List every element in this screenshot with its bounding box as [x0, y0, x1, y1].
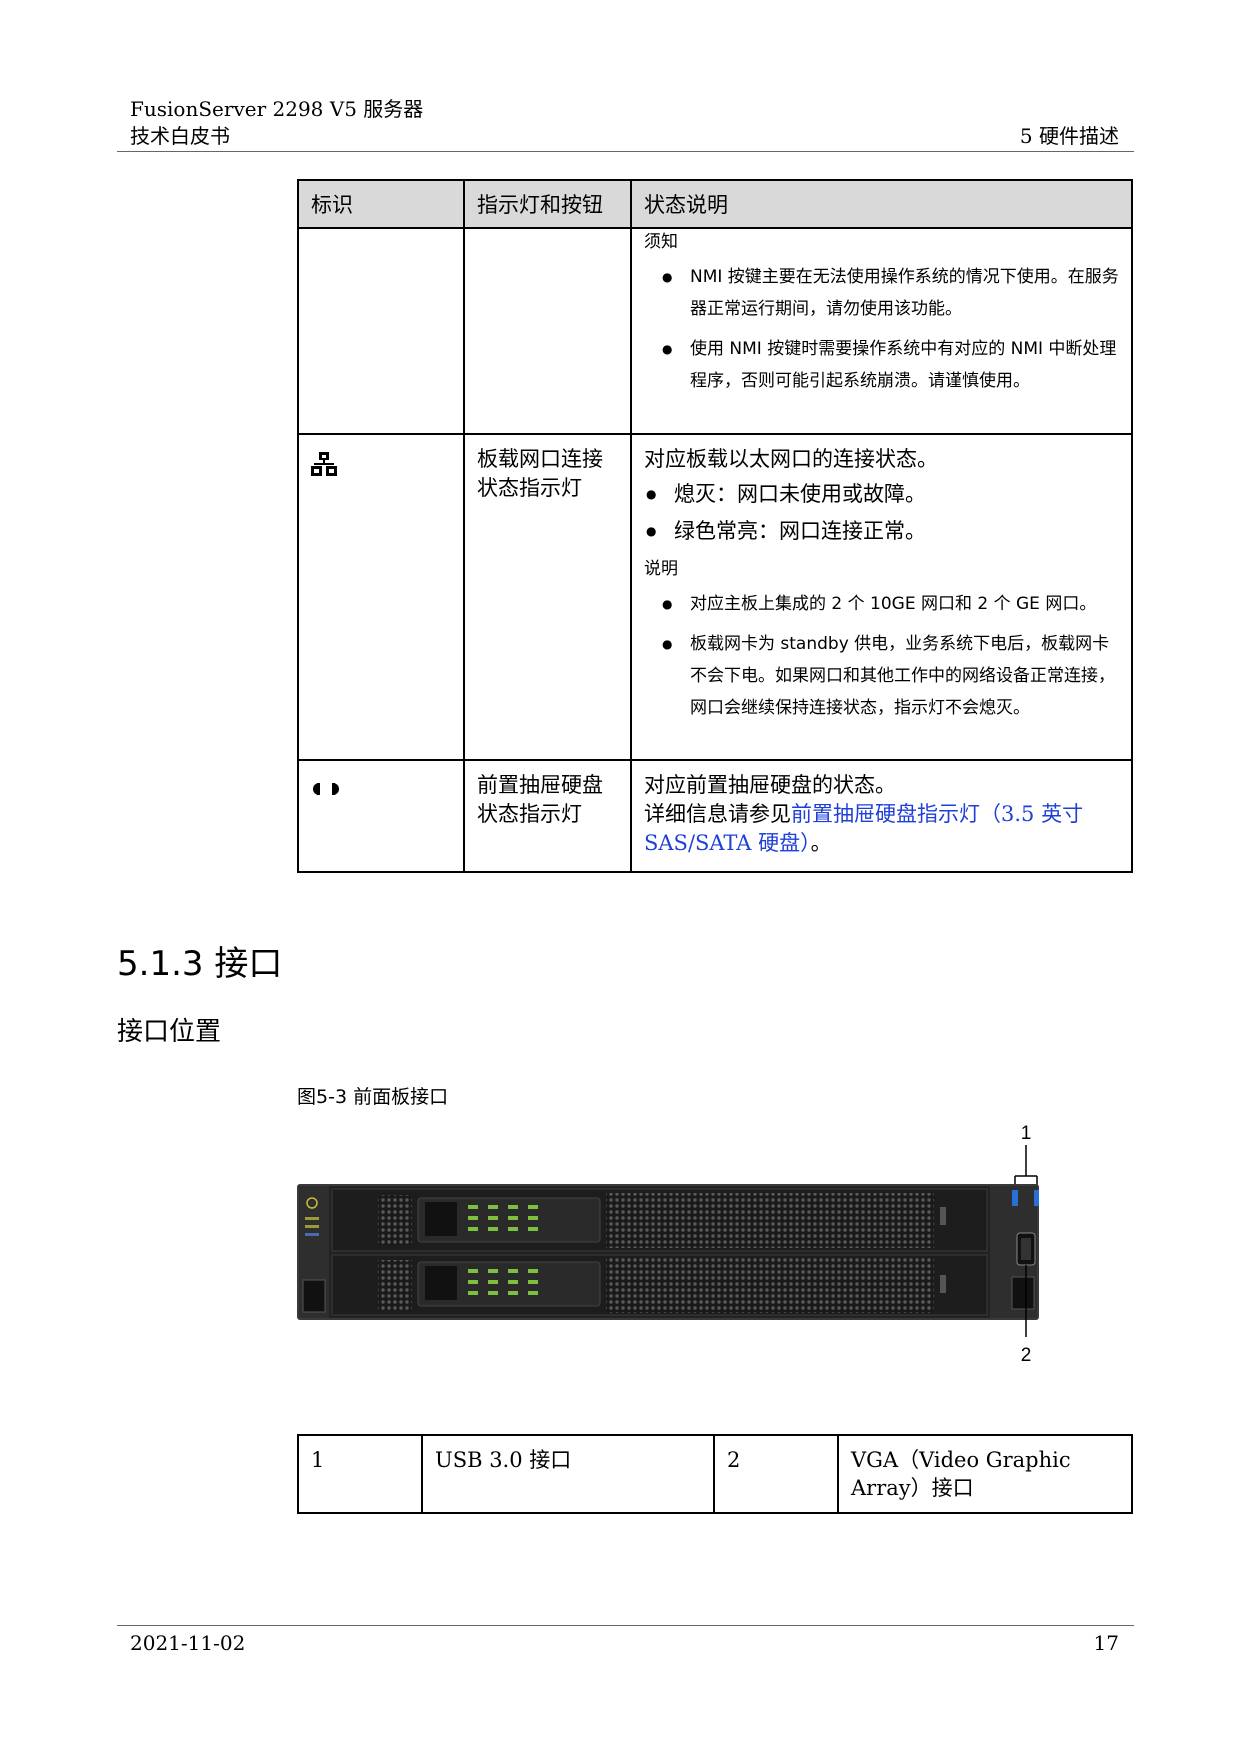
document-type: 技术白皮书 — [130, 124, 230, 148]
description-text: 对应前置抽屉硬盘的状态。 — [644, 773, 896, 797]
caution-list: NMI 按键主要在无法使用操作系统的情况下使用。在服务器正常运行期间，请勿使用该… — [644, 261, 1119, 397]
table-cell-icon — [297, 759, 465, 873]
header-divider — [117, 151, 1134, 152]
note-list: 对应主板上集成的 2 个 10GE 网口和 2 个 GE 网口。 板载网卡为 s… — [644, 588, 1119, 724]
column-header-id: 标识 — [297, 179, 465, 229]
page-number: 17 — [1093, 1631, 1119, 1655]
footer-divider — [117, 1625, 1134, 1626]
list-item: 对应主板上集成的 2 个 10GE 网口和 2 个 GE 网口。 — [644, 588, 1119, 620]
table-row: 须知 NMI 按键主要在无法使用操作系统的情况下使用。在服务器正常运行期间，请勿… — [297, 227, 1133, 435]
column-header-description: 状态说明 — [630, 179, 1133, 229]
list-item: 使用 NMI 按键时需要操作系统中有对应的 NMI 中断处理程序，否则可能引起系… — [644, 333, 1119, 397]
legend-number: 1 — [297, 1434, 423, 1514]
usb-port — [1012, 1190, 1018, 1206]
detail-text: 详细信息请参见前置抽屉硬盘指示灯（3.5 英寸 SAS/SATA 硬盘）。 — [644, 800, 1119, 858]
table-cell-empty — [463, 227, 632, 435]
figure-caption: 图5-3 前面板接口 — [297, 1086, 449, 1108]
callout-label-2: 2 — [1021, 1345, 1032, 1366]
state-list: 熄灭：网口未使用或故障。 绿色常亮：网口连接正常。 — [644, 476, 1119, 550]
page-header: FusionServer 2298 V5 服务器 技术白皮书 — [130, 96, 423, 150]
table-cell-name: 前置抽屉硬盘状态指示灯 — [463, 759, 632, 873]
column-header-indicator: 指示灯和按钮 — [463, 179, 632, 229]
usb-port — [1034, 1190, 1039, 1206]
chapter-title: 5 硬件描述 — [1019, 124, 1119, 148]
detail-suffix: 。 — [810, 831, 832, 855]
detail-prefix: 详细信息请参见 — [644, 802, 791, 826]
subsection-heading: 接口位置 — [117, 1017, 222, 1047]
drive-indicator-icon — [313, 783, 339, 795]
table-cell-description: 对应板载以太网口的连接状态。 熄灭：网口未使用或故障。 绿色常亮：网口连接正常。… — [630, 433, 1133, 761]
legend-label: USB 3.0 接口 — [421, 1434, 715, 1514]
table-cell-icon — [297, 433, 465, 761]
table-cell-description: 须知 NMI 按键主要在无法使用操作系统的情况下使用。在服务器正常运行期间，请勿… — [630, 227, 1133, 435]
table-row: 板载网口连接状态指示灯 对应板载以太网口的连接状态。 熄灭：网口未使用或故障。 … — [297, 433, 1133, 761]
table-cell-name: 板载网口连接状态指示灯 — [463, 433, 632, 761]
front-panel-figure: 1 — [297, 1125, 1039, 1366]
note-title: 说明 — [644, 559, 678, 579]
indicator-table: 标识 指示灯和按钮 状态说明 须知 NMI 按键主要在无法使用操作系统的情况下使… — [297, 179, 1133, 873]
section-heading: 5.1.3 接口 — [117, 944, 283, 984]
caution-title: 须知 — [644, 232, 678, 252]
server-chassis — [297, 1184, 1039, 1320]
drive-indicator-link[interactable]: 前置抽屉硬盘指示灯（3.5 英寸 SAS/SATA 硬盘） — [644, 802, 1084, 855]
list-item: 绿色常亮：网口连接正常。 — [644, 513, 1119, 550]
legend-label: VGA（Video Graphic Array）接口 — [837, 1434, 1133, 1514]
product-name: FusionServer 2298 V5 服务器 — [130, 97, 424, 121]
network-port-icon — [311, 452, 337, 476]
list-item: 板载网卡为 standby 供电，业务系统下电后，板载网卡不会下电。如果网口和其… — [644, 628, 1119, 724]
list-item: NMI 按键主要在无法使用操作系统的情况下使用。在服务器正常运行期间，请勿使用该… — [644, 261, 1119, 325]
list-item: 熄灭：网口未使用或故障。 — [644, 476, 1119, 513]
table-header-row: 标识 指示灯和按钮 状态说明 — [297, 179, 1133, 229]
table-row: 前置抽屉硬盘状态指示灯 对应前置抽屉硬盘的状态。 详细信息请参见前置抽屉硬盘指示… — [297, 759, 1133, 873]
table-row: 1 USB 3.0 接口 2 VGA（Video Graphic Array）接… — [297, 1434, 1133, 1514]
callout-label-1: 1 — [1021, 1125, 1032, 1144]
table-cell-description: 对应前置抽屉硬盘的状态。 详细信息请参见前置抽屉硬盘指示灯（3.5 英寸 SAS… — [630, 759, 1133, 873]
footer-date: 2021-11-02 — [130, 1631, 246, 1655]
legend-number: 2 — [713, 1434, 839, 1514]
interface-legend-table: 1 USB 3.0 接口 2 VGA（Video Graphic Array）接… — [297, 1434, 1133, 1514]
table-cell-empty — [297, 227, 465, 435]
description-text: 对应板载以太网口的连接状态。 — [644, 447, 938, 471]
